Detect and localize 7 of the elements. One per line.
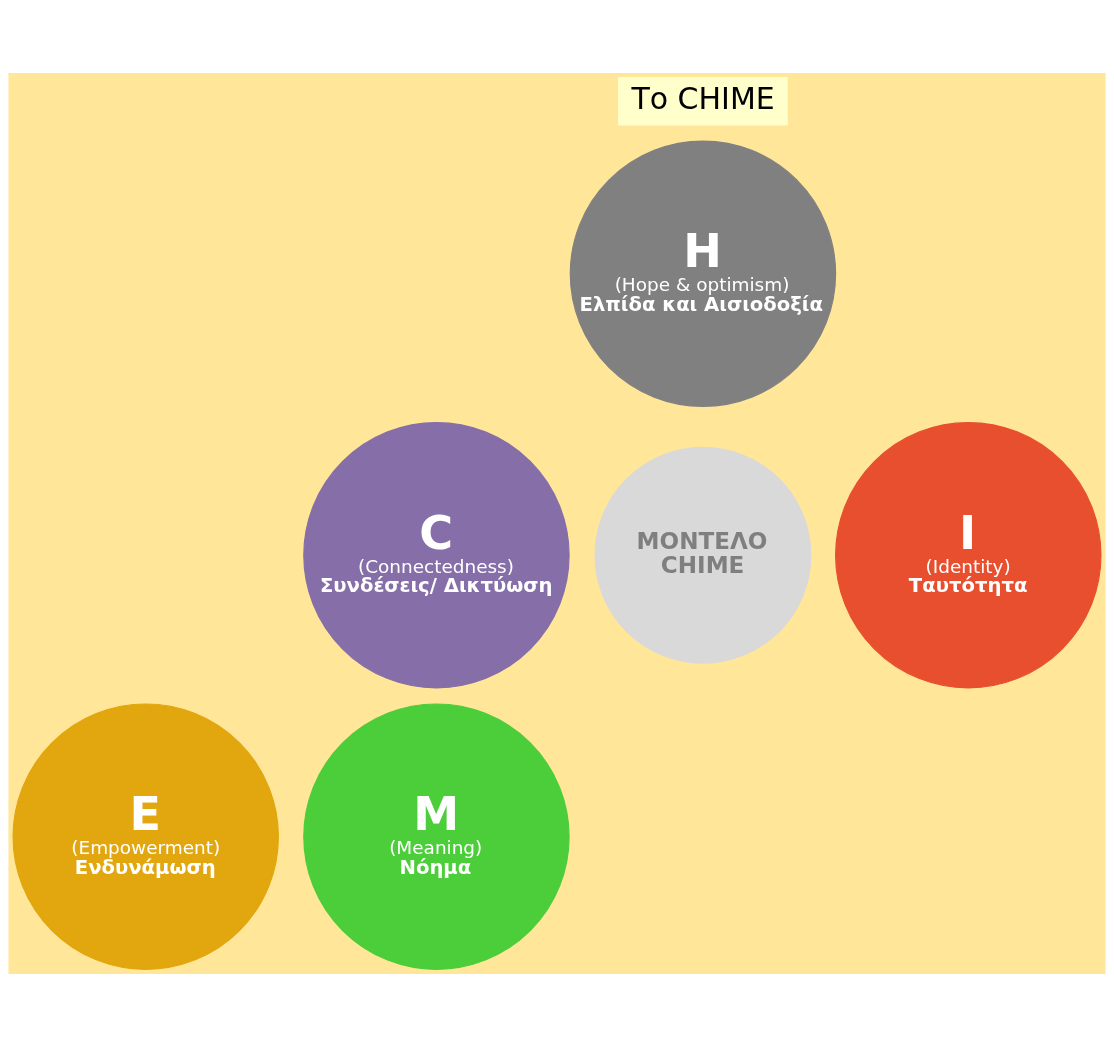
node-circle: C (Connectedness) Συνδέσεις/ Δικτύωση [303, 422, 570, 689]
node-box: Το CHIME [618, 77, 788, 126]
node-circle: I (Identity) Ταυτότητα [835, 422, 1102, 689]
node-circle: ΜΟΝΤΕΛΟ CHIME [594, 446, 812, 664]
node-circle: E (Empowerment) Ενδυνάμωση [12, 703, 279, 970]
node-circle: M (Meaning) Νόημα [303, 703, 570, 970]
node-circle: H (Hope & optimism) Ελπίδα και Αισιοδοξία [569, 140, 837, 407]
